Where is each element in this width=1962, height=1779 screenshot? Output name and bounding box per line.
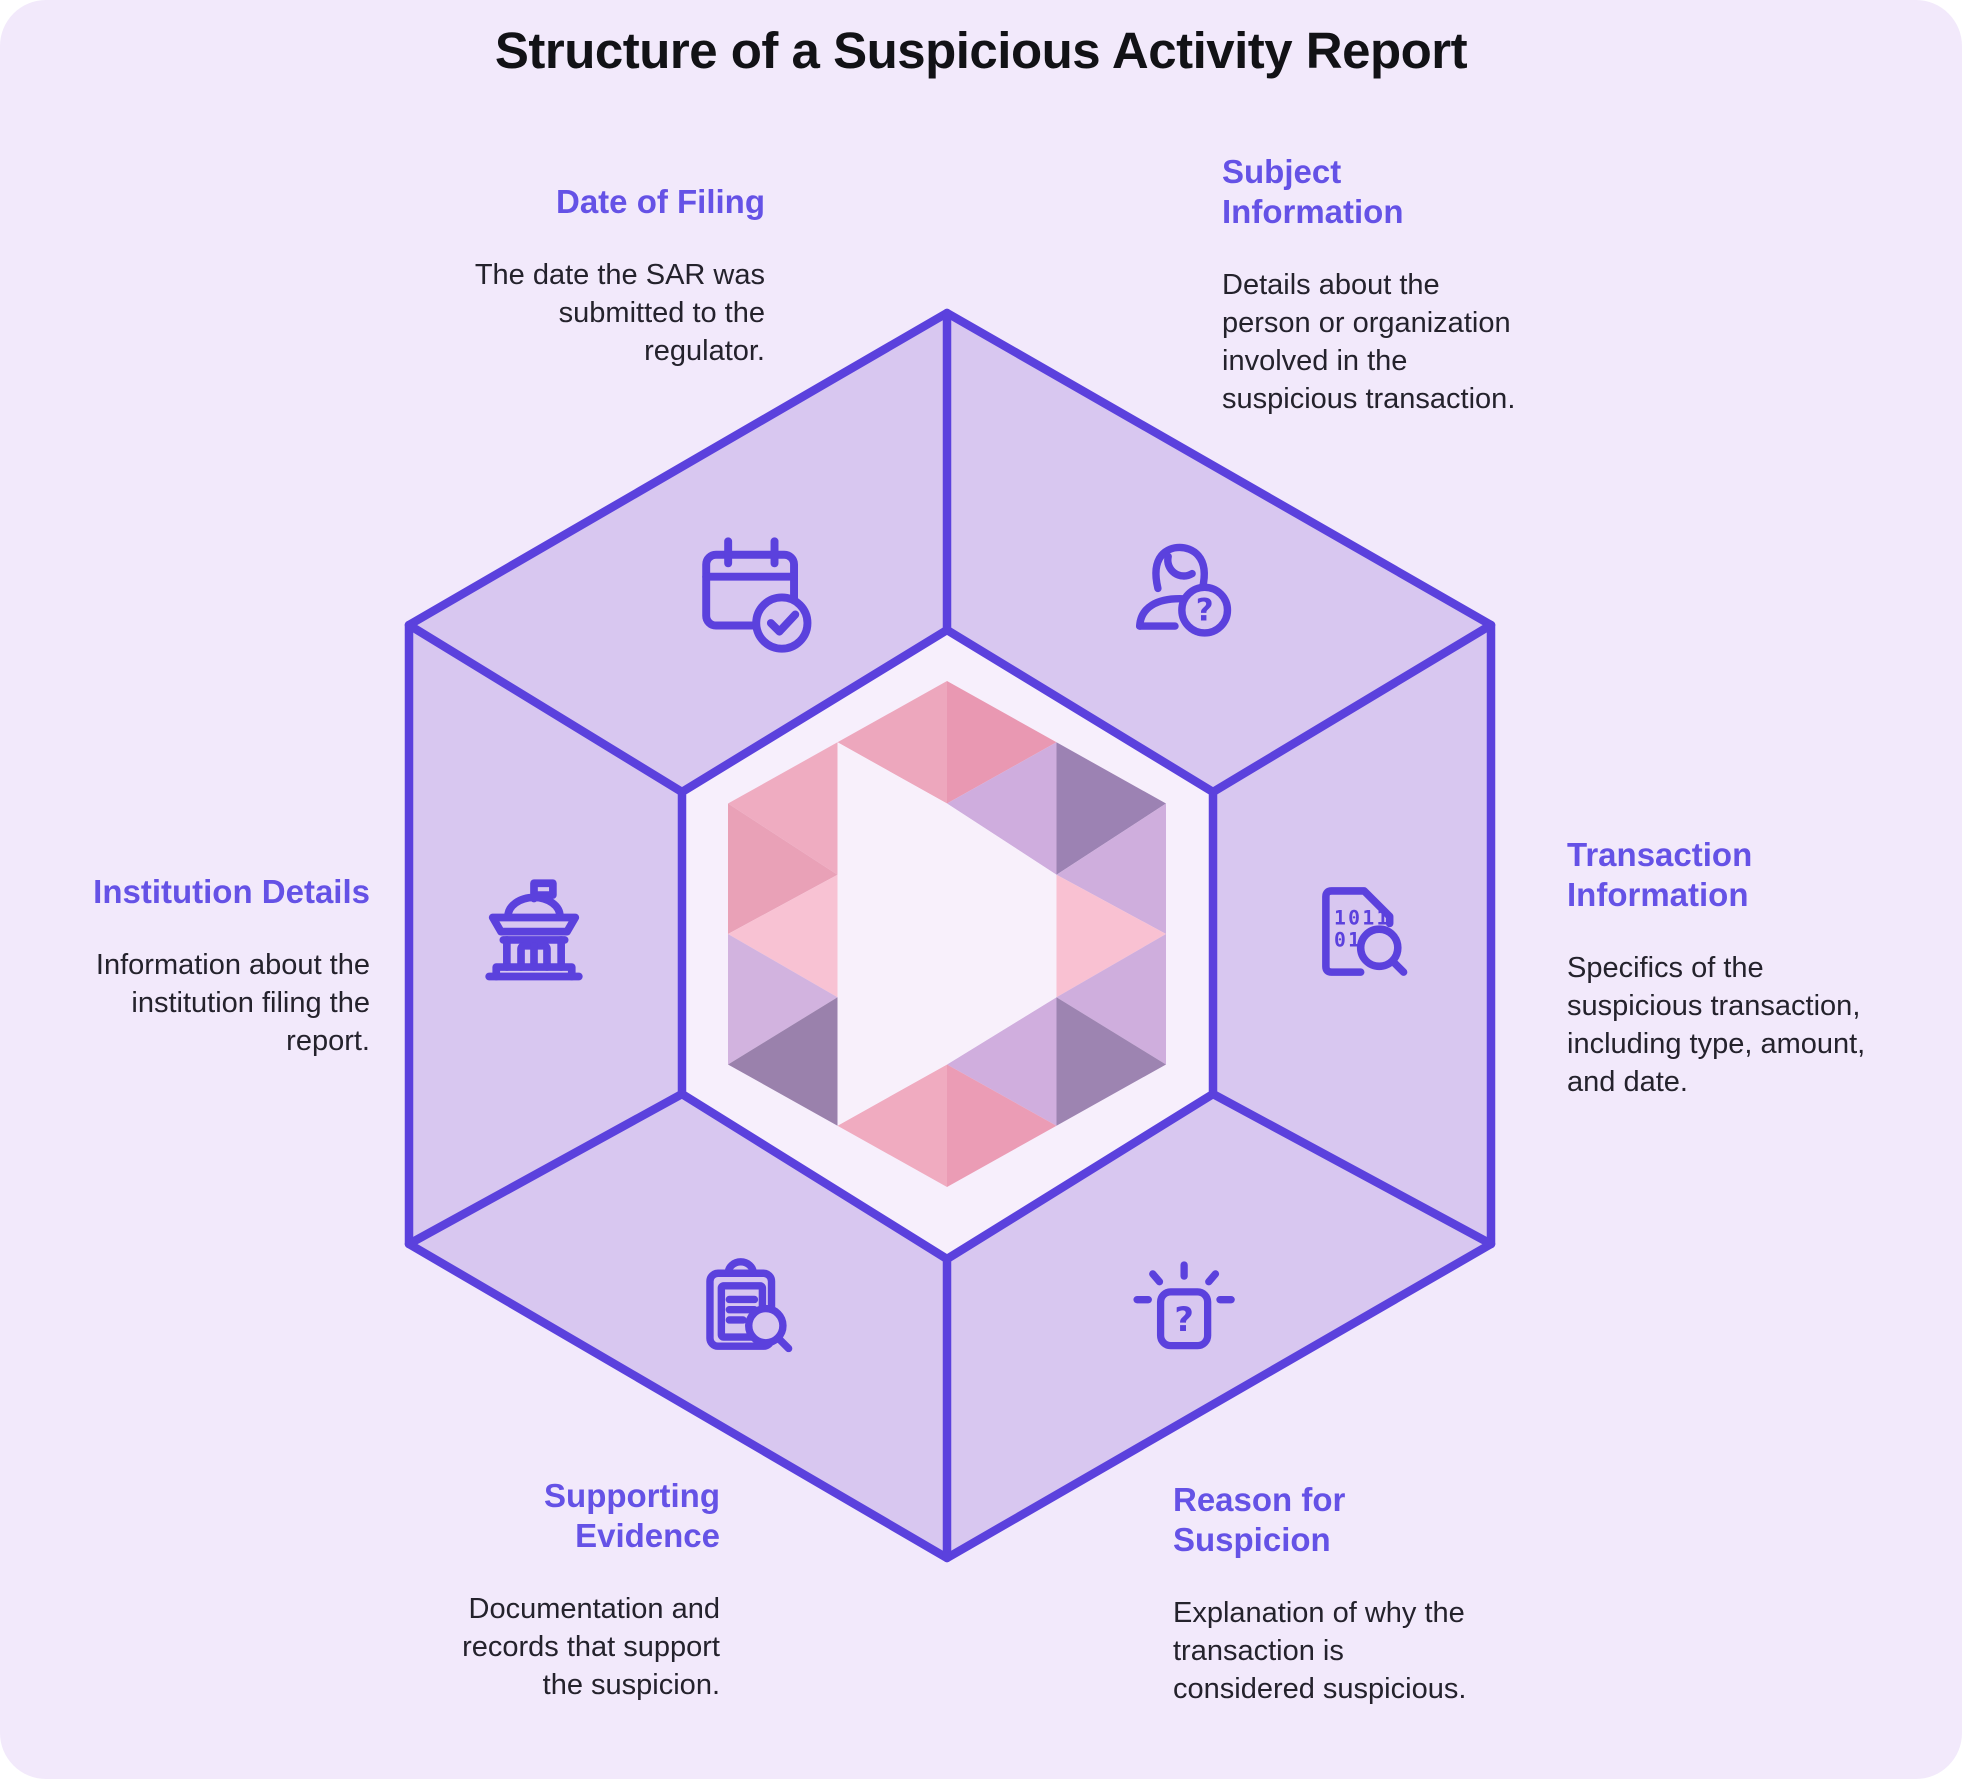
mosaic-facet <box>837 742 1057 1126</box>
section-heading: Reason for Suspicion <box>1173 1481 1346 1558</box>
section-heading: Date of Filing <box>556 183 765 220</box>
section-reason-for-suspicion: Reason for Suspicion Explanation of why … <box>1173 1480 1583 1708</box>
mosaic-facet <box>947 742 1057 875</box>
mosaic-facet <box>947 997 1057 1126</box>
mosaic-facet <box>728 874 838 998</box>
bank-building-icon <box>485 879 583 981</box>
section-date-of-filing: Date of Filing The date the SAR was subm… <box>395 182 765 370</box>
section-transaction-information: Transaction Information Specifics of the… <box>1567 835 1957 1101</box>
mosaic-facet <box>1056 742 1167 875</box>
mosaic-facet <box>947 681 1057 804</box>
section-subject-information: Subject Information Details about the pe… <box>1222 152 1632 418</box>
binary-document-search-icon: 1011 01 <box>1322 887 1408 976</box>
mosaic-facet <box>1056 934 1167 1065</box>
mosaic-facet <box>1056 874 1167 998</box>
mosaic-facet <box>1056 803 1167 935</box>
section-description: Explanation of why the transaction is co… <box>1173 1597 1467 1705</box>
section-heading: Subject Information <box>1222 153 1404 230</box>
mosaic-facet <box>1056 997 1167 1126</box>
section-description: Details about the person or organization… <box>1222 269 1516 415</box>
section-description: Information about the institution filing… <box>95 949 370 1057</box>
mosaic-facet <box>728 934 838 1065</box>
calendar-check-icon <box>702 537 812 653</box>
page-title: Structure of a Suspicious Activity Repor… <box>494 22 1468 79</box>
svg-text:?: ? <box>1174 1300 1193 1339</box>
section-institution-details: Institution Details Information about th… <box>18 872 370 1060</box>
mosaic-facet <box>728 803 838 935</box>
section-description: The date the SAR was submitted to the re… <box>474 259 765 367</box>
mosaic-facet <box>837 1064 948 1188</box>
section-heading: Supporting Evidence <box>544 1477 720 1554</box>
section-heading: Institution Details <box>93 873 370 910</box>
clipboard-search-icon <box>706 1258 793 1353</box>
question-box-icon: ? <box>1133 1261 1235 1350</box>
svg-text:1011: 1011 <box>1334 907 1391 930</box>
person-question-icon: ? <box>1135 543 1232 637</box>
mosaic-facet <box>728 742 838 875</box>
section-description: Specifics of the suspicious transaction,… <box>1567 952 1866 1098</box>
section-supporting-evidence: Supporting Evidence Documentation and re… <box>335 1476 720 1704</box>
center-triangle-mosaic <box>728 681 1167 1188</box>
section-heading: Transaction Information <box>1567 836 1753 913</box>
hexagon-spokes <box>404 308 1496 1563</box>
svg-text:01: 01 <box>1334 929 1362 952</box>
section-description: Documentation and records that support t… <box>462 1593 720 1701</box>
mosaic-facet <box>728 997 838 1126</box>
mosaic-facet <box>947 1064 1057 1188</box>
mosaic-facet <box>837 681 948 804</box>
svg-text:?: ? <box>1196 592 1214 628</box>
